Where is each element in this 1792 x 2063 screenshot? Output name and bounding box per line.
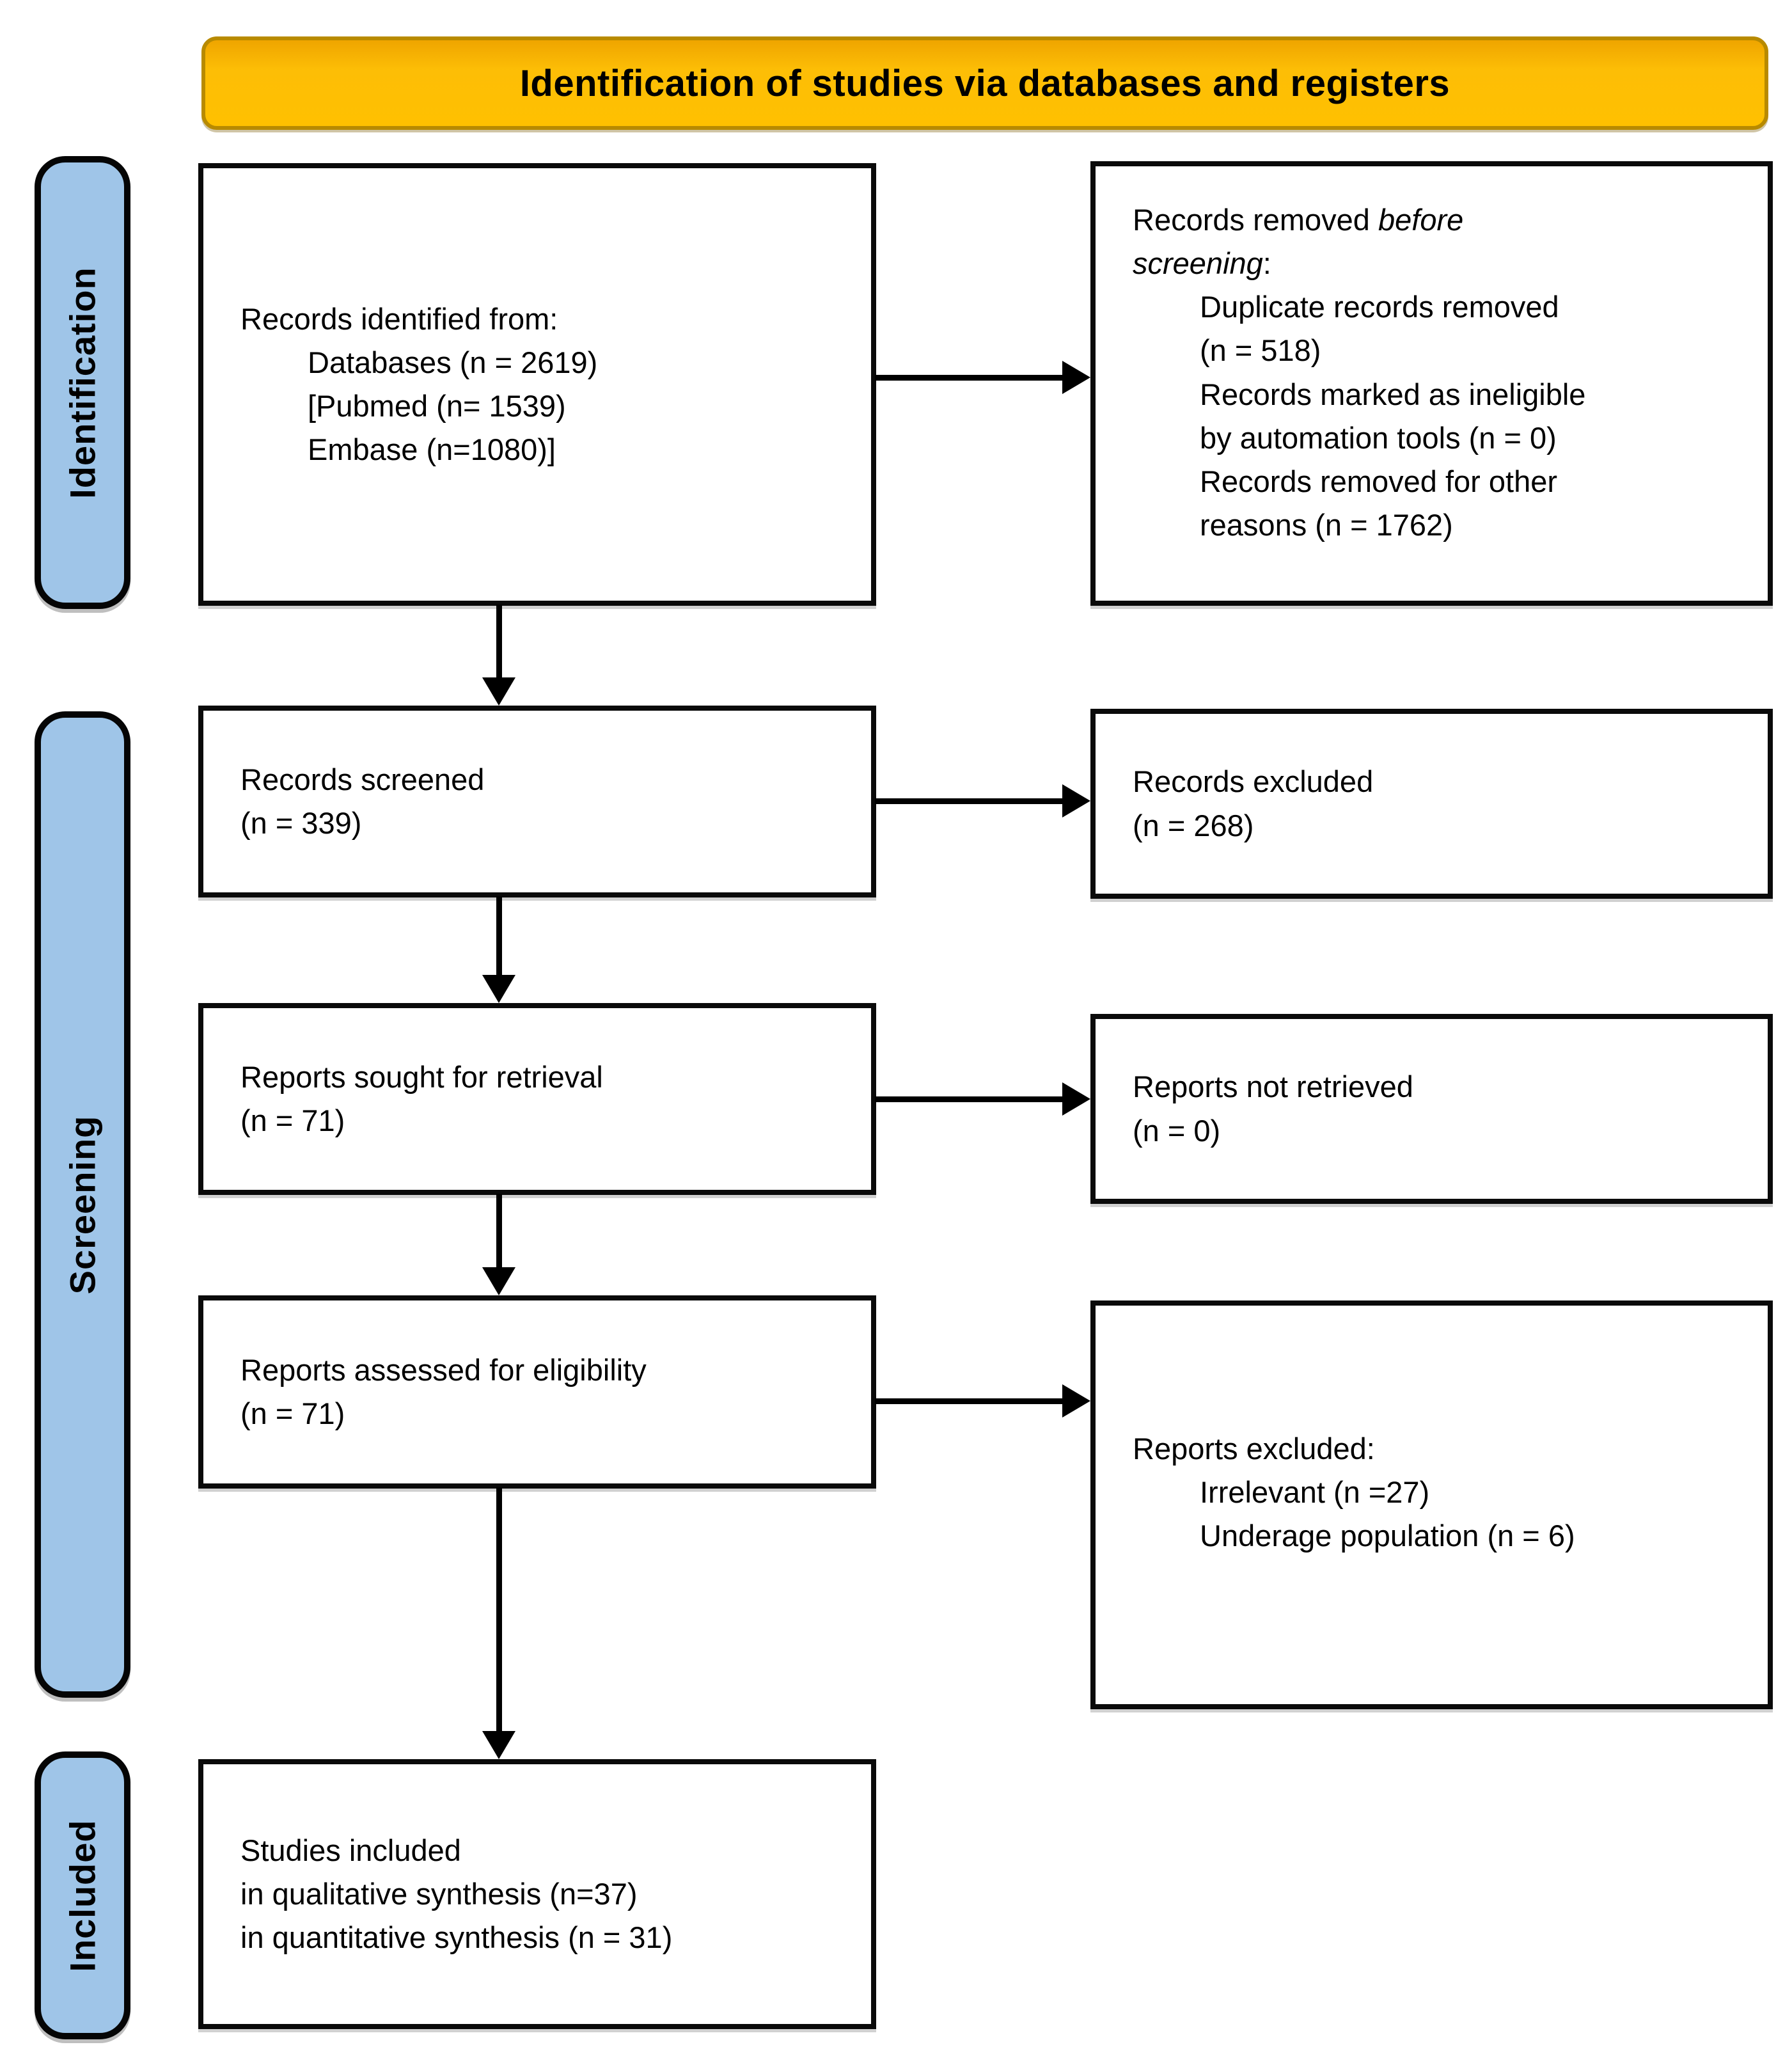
arrow-head-down-icon — [482, 975, 515, 1003]
box-reports-sought: Reports sought for retrieval (n = 71) — [198, 1003, 876, 1195]
text-line: (n = 518) — [1200, 333, 1321, 368]
text-line: screening: — [1133, 246, 1271, 281]
text-line: Irrelevant (n =27) — [1200, 1475, 1430, 1510]
box-records-excluded: Records excluded (n = 268) — [1090, 709, 1773, 899]
arrow-right-sought-to-not-retrieved — [875, 1082, 1090, 1116]
arrow-head-right-icon — [1062, 1082, 1090, 1116]
stage-screening: Screening — [35, 711, 130, 1698]
stage-screening-label: Screening — [62, 1115, 103, 1294]
text-line: Records screened — [240, 762, 485, 796]
box-records-removed: Records removed before screening: Duplic… — [1090, 161, 1773, 606]
stage-included-label: Included — [62, 1819, 103, 1972]
banner-title: Identification of studies via databases … — [519, 62, 1450, 104]
arrow-down-assessed-to-included — [482, 1487, 515, 1759]
stage-identification: Identification — [35, 156, 130, 609]
arrow-shaft — [496, 605, 502, 677]
text-line: Reports sought for retrieval — [240, 1059, 603, 1094]
text-line: Reports not retrieved — [1133, 1070, 1413, 1104]
text-line: [Pubmed (n= 1539) — [308, 389, 566, 423]
text-line: (n = 339) — [240, 806, 362, 840]
arrow-head-down-icon — [482, 677, 515, 706]
arrow-head-right-icon — [1062, 361, 1090, 394]
text-line: Records identified from: — [240, 301, 558, 336]
arrow-shaft — [875, 798, 1062, 804]
text-line: Databases (n = 2619) — [308, 345, 598, 379]
text-line: Records excluded — [1133, 764, 1374, 799]
text-line: Underage population (n = 6) — [1200, 1519, 1575, 1553]
text-line: Duplicate records removed — [1200, 290, 1559, 324]
arrow-head-down-icon — [482, 1267, 515, 1295]
arrow-right-assessed-to-reports-excluded — [875, 1384, 1090, 1418]
text-line: by automation tools (n = 0) — [1200, 420, 1557, 455]
arrow-head-right-icon — [1062, 1384, 1090, 1418]
text-line: (n = 0) — [1133, 1113, 1221, 1148]
text-line: Embase (n=1080)] — [308, 432, 556, 467]
arrow-right-identified-to-removed — [875, 361, 1090, 394]
arrow-down-sought-to-assessed — [482, 1194, 515, 1295]
arrow-down-screened-to-sought — [482, 896, 515, 1003]
stage-included: Included — [35, 1751, 130, 2039]
text-line: Records removed before — [1133, 203, 1464, 237]
text-line: Records removed for other — [1200, 464, 1558, 498]
box-reports-excluded: Reports excluded: Irrelevant (n =27) Und… — [1090, 1300, 1773, 1709]
banner: Identification of studies via databases … — [201, 36, 1768, 130]
box-records-screened: Records screened (n = 339) — [198, 706, 876, 897]
box-studies-included: Studies included in qualitative synthesi… — [198, 1759, 876, 2029]
text-line: (n = 71) — [240, 1396, 345, 1430]
text-line: Reports assessed for eligibility — [240, 1352, 647, 1387]
arrow-shaft — [496, 1487, 502, 1731]
text-line: in qualitative synthesis (n=37) — [240, 1876, 638, 1911]
text-line: (n = 71) — [240, 1103, 345, 1137]
text-line: in quantitative synthesis (n = 31) — [240, 1920, 673, 1955]
arrow-right-screened-to-excluded — [875, 784, 1090, 818]
text-line: Studies included — [240, 1833, 461, 1867]
text-line: reasons (n = 1762) — [1200, 507, 1453, 542]
text-line: Records marked as ineligible — [1200, 377, 1586, 411]
arrow-shaft — [875, 374, 1062, 381]
arrow-head-down-icon — [482, 1731, 515, 1759]
text-line: Reports excluded: — [1133, 1432, 1375, 1466]
arrow-shaft — [496, 896, 502, 975]
arrow-head-right-icon — [1062, 784, 1090, 818]
box-records-identified: Records identified from: Databases (n = … — [198, 163, 876, 606]
box-reports-not-retrieved: Reports not retrieved (n = 0) — [1090, 1014, 1773, 1204]
arrow-shaft — [875, 1096, 1062, 1102]
arrow-shaft — [496, 1194, 502, 1267]
text-line: (n = 268) — [1133, 808, 1254, 842]
arrow-down-identified-to-screened — [482, 605, 515, 706]
stage-identification-label: Identification — [62, 266, 103, 499]
box-reports-assessed: Reports assessed for eligibility (n = 71… — [198, 1295, 876, 1489]
arrow-shaft — [875, 1398, 1062, 1404]
